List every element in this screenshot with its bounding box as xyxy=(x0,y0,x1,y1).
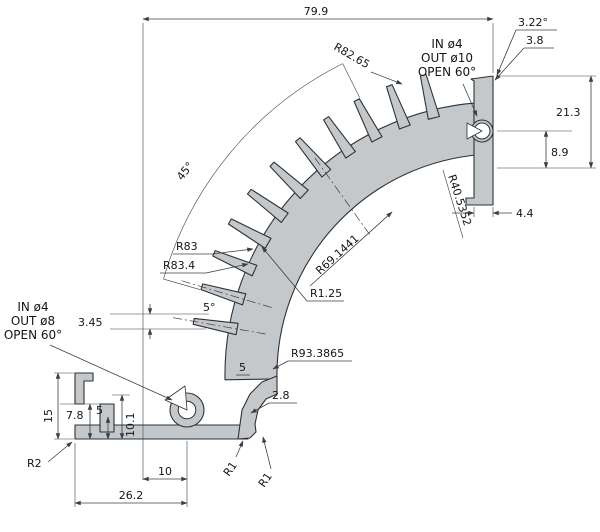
fin-gap-label: 3.45 xyxy=(78,316,103,329)
end-height-label: 21.3 xyxy=(556,106,581,119)
dim-wall-5: 5 xyxy=(236,361,250,376)
dim-5-left: 5 xyxy=(96,404,111,440)
wall-5-label: 5 xyxy=(239,361,246,374)
right-port-note: IN ø4 OUT ø10 OPEN 60° xyxy=(418,37,478,117)
right-port-note-line3: OPEN 60° xyxy=(418,65,476,79)
overall-width-label: 79.9 xyxy=(304,5,329,18)
left-port-note-line1: IN ø4 xyxy=(17,300,48,314)
r83-4-label: R83.4 xyxy=(163,259,195,272)
dim-10-1-label: 10.1 xyxy=(124,413,137,438)
dim-port-height: 8.9 xyxy=(497,130,572,169)
top-width-label: 3.8 xyxy=(526,34,544,47)
left-port-note: IN ø4 OUT ø8 OPEN 60° xyxy=(4,300,173,401)
profile-band xyxy=(224,102,484,381)
dim-26-2: 26.2 xyxy=(74,443,188,507)
reference-lines xyxy=(163,63,371,335)
dim-10-label: 10 xyxy=(158,465,172,478)
r1-25-label: R1.25 xyxy=(310,287,342,300)
r2-label: R2 xyxy=(27,457,42,470)
dim-fin-gap: 3.45 xyxy=(78,304,209,339)
dim-top-width: 3.8 xyxy=(494,34,554,81)
right-port-opening xyxy=(466,122,483,140)
dim-overall-width: 79.9 xyxy=(142,5,494,480)
r93-label: R93.3865 xyxy=(291,347,344,360)
dim-10: 10 xyxy=(142,441,188,507)
fin-centerline-b xyxy=(172,317,267,335)
r83-label: R83 xyxy=(176,240,198,253)
profile-fins xyxy=(192,73,441,336)
fin-angle-label: 5° xyxy=(203,301,216,314)
foot-width-label: 4.4 xyxy=(516,207,534,220)
dim-fin-angle: 5° xyxy=(203,301,216,314)
right-port-note-line1: IN ø4 xyxy=(431,37,462,51)
left-port-note-line2: OUT ø8 xyxy=(11,314,55,328)
dim-r1-25: R1.25 xyxy=(261,246,344,302)
left-port-note-line3: OPEN 60° xyxy=(4,328,62,342)
section-centerline xyxy=(314,157,371,236)
dim-r83-4: R83.4 xyxy=(160,259,249,274)
dim-flange-height: 15 xyxy=(42,372,74,440)
dim-top-angle: 3.22° xyxy=(496,16,557,76)
dim-wall-2-8: 2.8 xyxy=(250,389,297,414)
dim-r93: R93.3865 xyxy=(272,347,352,370)
dim-5-label: 5 xyxy=(96,404,103,417)
dim-10-1: 10.1 xyxy=(112,394,137,440)
right-port-note-line2: OUT ø10 xyxy=(421,51,473,65)
dim-7-8: 7.8 xyxy=(60,403,100,440)
dim-26-2-label: 26.2 xyxy=(119,489,144,502)
port-height-label: 8.9 xyxy=(551,146,569,159)
dim-r2: R2 xyxy=(27,441,73,470)
fin-centerline-a xyxy=(181,280,273,309)
dim-7-8-label: 7.8 xyxy=(66,409,84,422)
flange-height-label: 15 xyxy=(42,409,55,423)
left-port-opening xyxy=(164,385,188,411)
wall-2-8-label: 2.8 xyxy=(272,389,290,402)
extrusion-profile xyxy=(74,73,494,440)
left-flange-riser xyxy=(237,375,278,440)
dim-r83: R83 xyxy=(173,240,254,255)
top-angle-label: 3.22° xyxy=(518,16,548,29)
